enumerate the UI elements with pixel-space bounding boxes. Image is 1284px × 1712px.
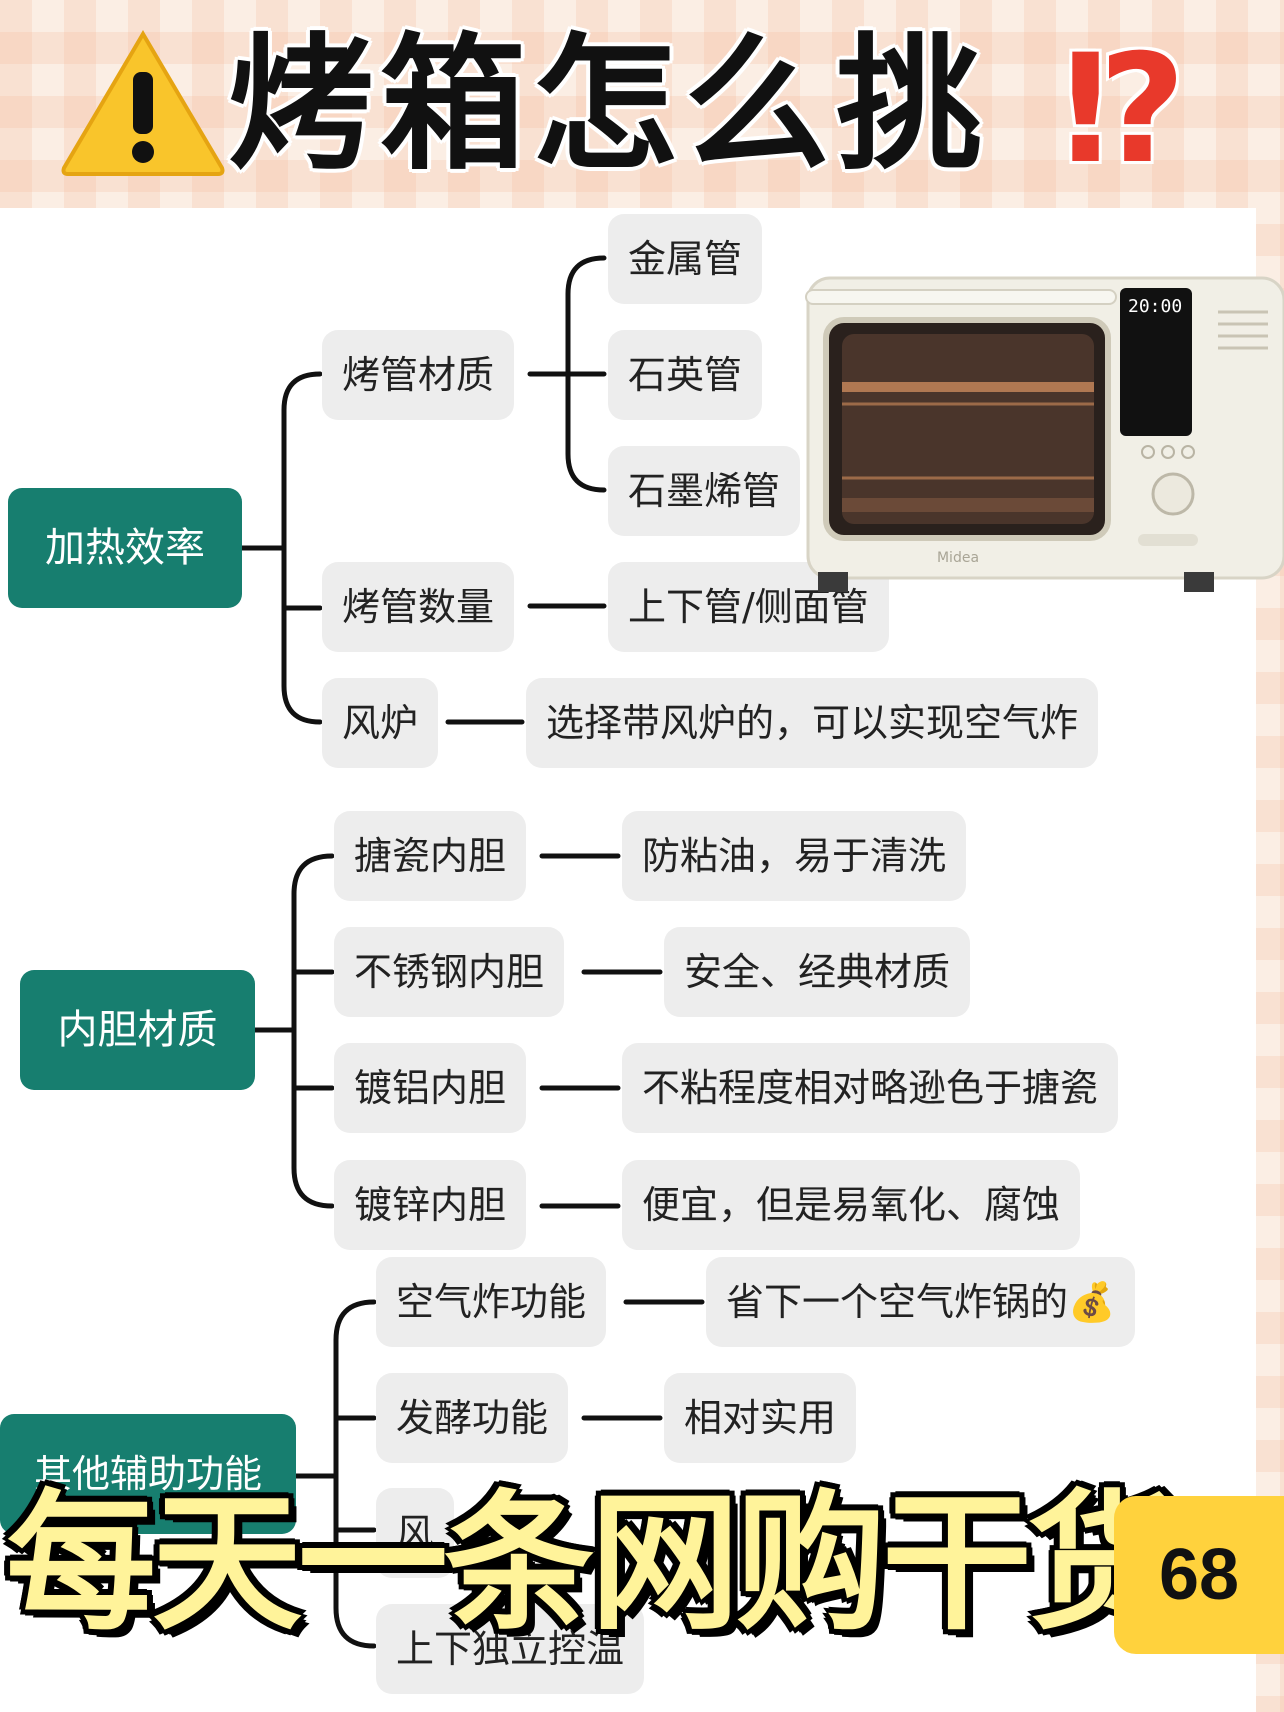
root-inner-material: 内胆材质 <box>20 970 255 1090</box>
leaf-galvanized-note: 便宜，但是易氧化、腐蚀 <box>622 1160 1081 1250</box>
branch-air-fry: 空气炸功能 <box>376 1257 607 1347</box>
leaf-aluminized-note: 不粘程度相对略逊色于搪瓷 <box>622 1043 1119 1133</box>
branch-convection: 风炉 <box>322 678 439 768</box>
root-heating-efficiency: 加热效率 <box>8 488 242 608</box>
branch-independent-temp: 上下独立控温 <box>376 1604 645 1694</box>
branch-aluminized-liner: 镀铝内胆 <box>334 1043 527 1133</box>
leaf-metal-tube: 金属管 <box>608 214 763 304</box>
leaf-graphene-tube: 石墨烯管 <box>608 446 801 536</box>
banner-text: 每天一条网购干货 <box>6 1477 1178 1651</box>
branch-stainless-liner: 不锈钢内胆 <box>334 927 565 1017</box>
root-auxiliary-functions: 其他辅助功能 <box>0 1414 296 1534</box>
leaf-fermentation-note: 相对实用 <box>664 1373 857 1463</box>
warning-icon <box>61 30 225 176</box>
branch-fan: 风 <box>376 1488 455 1578</box>
leaf-enamel-note: 防粘油，易于清洗 <box>622 811 967 901</box>
oven-brand-label: Midea <box>937 550 979 566</box>
oven-image: Midea 20:00 <box>805 276 1284 592</box>
leaf-quartz-tube: 石英管 <box>608 330 763 420</box>
leaf-air-fry-note: 省下一个空气炸锅的💰 <box>706 1257 1136 1347</box>
header: 烤箱怎么挑 ⁉ <box>0 0 1284 205</box>
page-title: 烤箱怎么挑 <box>228 20 988 190</box>
exclamation-question-icon: ⁉ <box>1062 23 1187 197</box>
leaf-convection-note: 选择带风炉的，可以实现空气炸 <box>526 678 1099 768</box>
episode-badge: 68 <box>1114 1496 1284 1654</box>
branch-galvanized-liner: 镀锌内胆 <box>334 1160 527 1250</box>
branch-enamel-liner: 搪瓷内胆 <box>334 811 527 901</box>
leaf-stainless-note: 安全、经典材质 <box>664 927 971 1017</box>
branch-tube-material: 烤管材质 <box>322 330 515 420</box>
branch-fermentation: 发酵功能 <box>376 1373 569 1463</box>
branch-tube-count: 烤管数量 <box>322 562 515 652</box>
oven-display-time: 20:00 <box>1128 296 1182 317</box>
